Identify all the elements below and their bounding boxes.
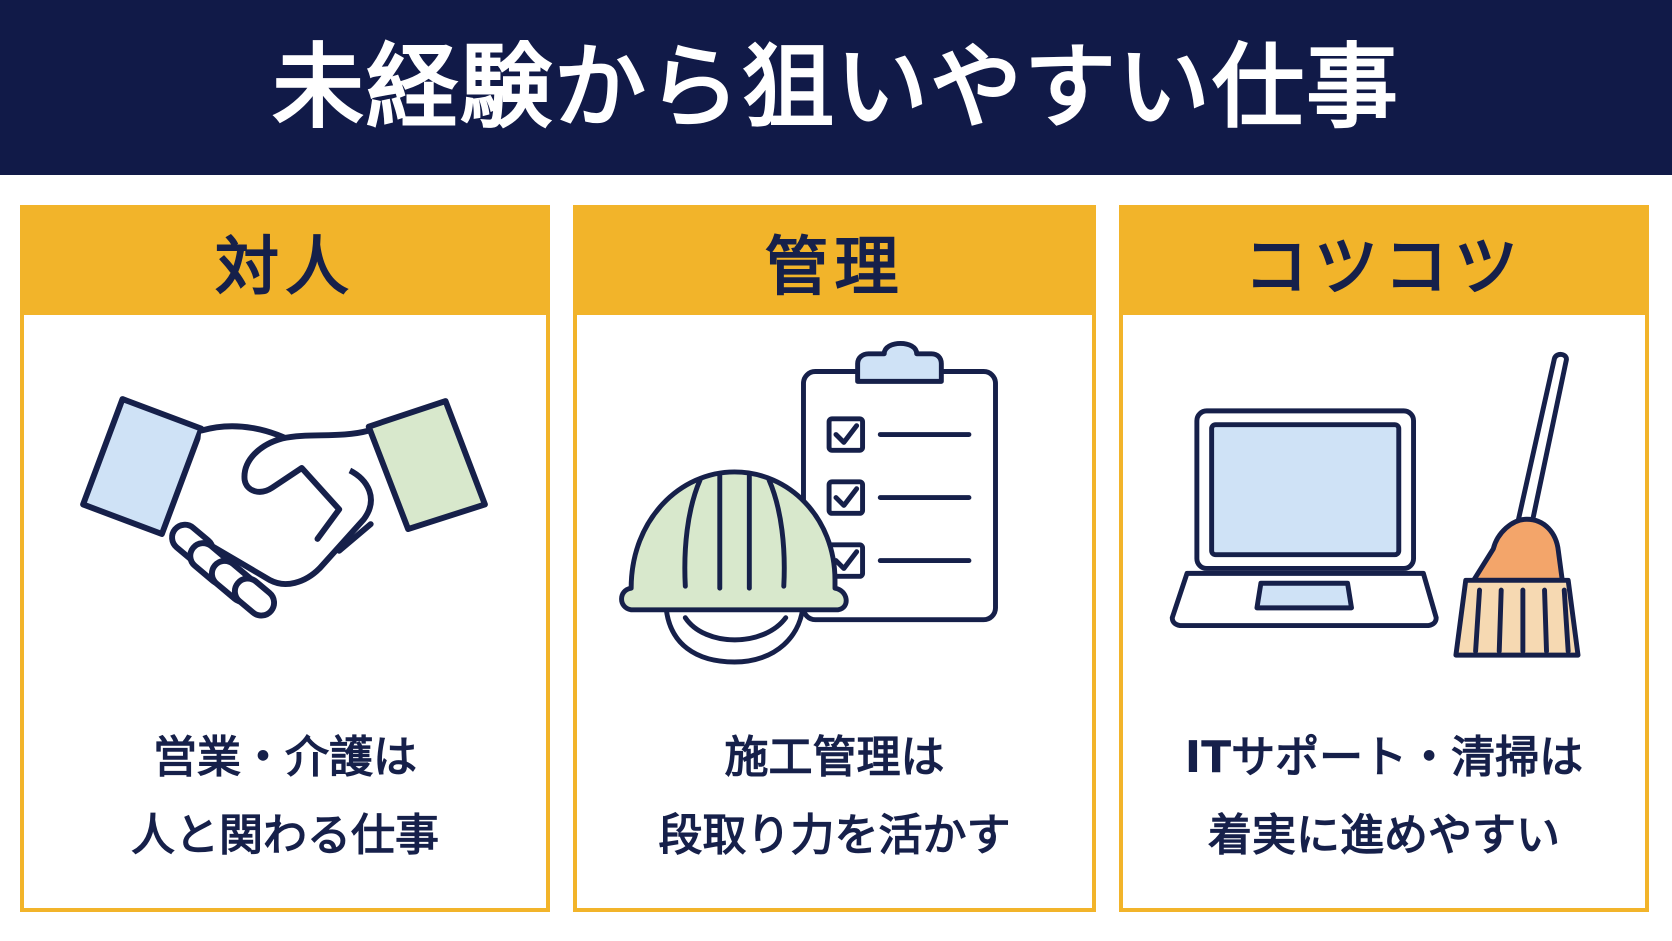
card-interpersonal: 対人 営業・介護は 人と関わる仕事 bbox=[20, 205, 550, 912]
laptop-broom-icon bbox=[1169, 352, 1581, 658]
card-heading: 対人 bbox=[215, 231, 355, 305]
card-steady-work: コツコツ ITサポート・清掃は 着実に進めやすい bbox=[1119, 205, 1649, 912]
card-caption: 施工管理は 段取り力を活かす bbox=[577, 719, 1092, 875]
handshake-icon bbox=[80, 396, 488, 619]
caption-line: 施工管理は bbox=[724, 732, 945, 783]
page-title: 未経験から狙いやすい仕事 bbox=[271, 33, 1400, 141]
card-caption: 営業・介護は 人と関わる仕事 bbox=[24, 719, 546, 875]
caption-line: 段取り力を活かす bbox=[658, 810, 1011, 861]
card-caption: ITサポート・清掃は 着実に進めやすい bbox=[1123, 719, 1645, 875]
clipboard-helmet-icon bbox=[619, 341, 998, 665]
card-heading-bar: コツコツ bbox=[1123, 209, 1645, 315]
card-heading-bar: 対人 bbox=[24, 209, 546, 315]
card-heading: 管理 bbox=[764, 231, 905, 305]
caption-line: ITサポート・清掃は bbox=[1184, 732, 1584, 783]
card-management: 管理 施工管理は 段取り力を活かす bbox=[573, 205, 1096, 912]
card-heading: コツコツ bbox=[1244, 231, 1524, 305]
caption-line: 営業・介護は bbox=[153, 732, 417, 783]
page-header: 未経験から狙いやすい仕事 bbox=[0, 0, 1672, 175]
caption-line: 着実に進めやすい bbox=[1208, 810, 1560, 861]
caption-line: 人と関わる仕事 bbox=[131, 810, 439, 861]
card-heading-bar: 管理 bbox=[577, 209, 1092, 315]
